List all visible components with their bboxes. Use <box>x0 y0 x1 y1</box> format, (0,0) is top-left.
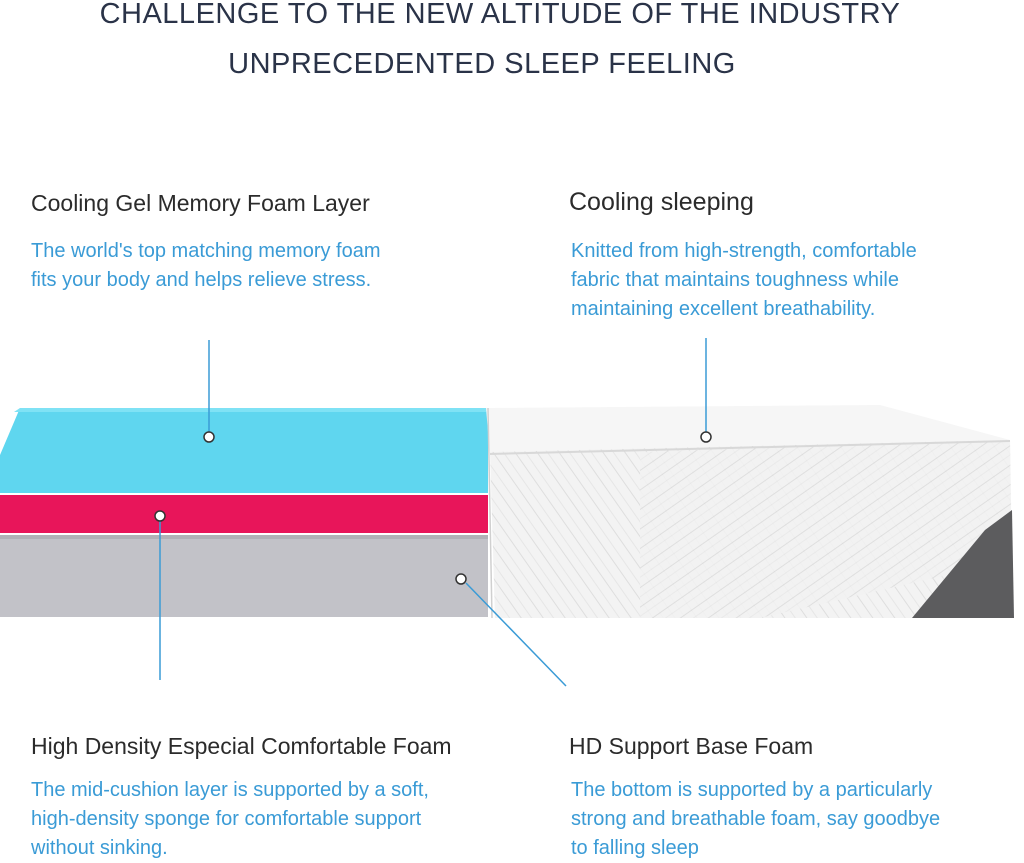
feature-comfort-desc-line: high-density sponge for comfortable supp… <box>31 808 422 830</box>
callout-dot-comfort <box>154 510 166 522</box>
comfort-foam-layer <box>0 495 488 533</box>
feature-base-description: The bottom is supported by a particularl… <box>571 776 940 863</box>
callout-dot-gel <box>203 431 215 443</box>
mattress-cover-side-band <box>912 510 1014 618</box>
feature-comfort-title: High Density Especial Comfortable Foam <box>31 733 452 759</box>
mattress-cover-front-pattern <box>640 440 1012 618</box>
mattress-cover-top <box>486 405 1010 455</box>
headline-line-1: CHALLENGE TO THE NEW ALTITUDE OF THE IND… <box>99 0 901 30</box>
mattress-layers-illustration <box>0 338 1014 687</box>
feature-gel-description: The world's top matching memory foam fit… <box>31 237 381 295</box>
feature-base-desc-line: The bottom is supported by a particularl… <box>571 779 933 801</box>
feature-gel-title: Cooling Gel Memory Foam Layer <box>31 190 370 216</box>
callout-dot-cover <box>700 431 712 443</box>
feature-gel-desc-line: The world's top matching memory foam <box>31 240 381 262</box>
feature-cooling-description: Knitted from high-strength, comfortable … <box>571 237 917 324</box>
gel-memory-foam-layer <box>0 408 488 493</box>
feature-gel-desc-line: fits your body and helps relieve stress. <box>31 269 372 291</box>
callout-line-base <box>465 582 567 687</box>
gel-layer-top-edge <box>14 408 488 412</box>
feature-comfort-desc-line: The mid-cushion layer is supported by a … <box>31 779 429 801</box>
feature-base-desc-line: to falling sleep <box>571 837 699 859</box>
callout-dot-base <box>455 573 467 585</box>
feature-base-title: HD Support Base Foam <box>569 733 814 759</box>
feature-comfort-description: The mid-cushion layer is supported by a … <box>31 776 429 863</box>
base-support-foam-layer <box>0 535 488 617</box>
feature-cooling-title: Cooling sleeping <box>569 188 754 216</box>
feature-comfort-desc-line: without sinking. <box>31 837 168 859</box>
feature-cooling-desc-line: Knitted from high-strength, comfortable <box>571 240 917 262</box>
headline-line-2: UNPRECEDENTED SLEEP FEELING <box>228 48 736 80</box>
feature-cooling-desc-line: fabric that maintains toughness while <box>571 269 899 291</box>
feature-base-desc-line: strong and breathable foam, say goodbye <box>571 808 941 830</box>
feature-cooling-desc-line: maintaining excellent breathability. <box>571 298 876 320</box>
